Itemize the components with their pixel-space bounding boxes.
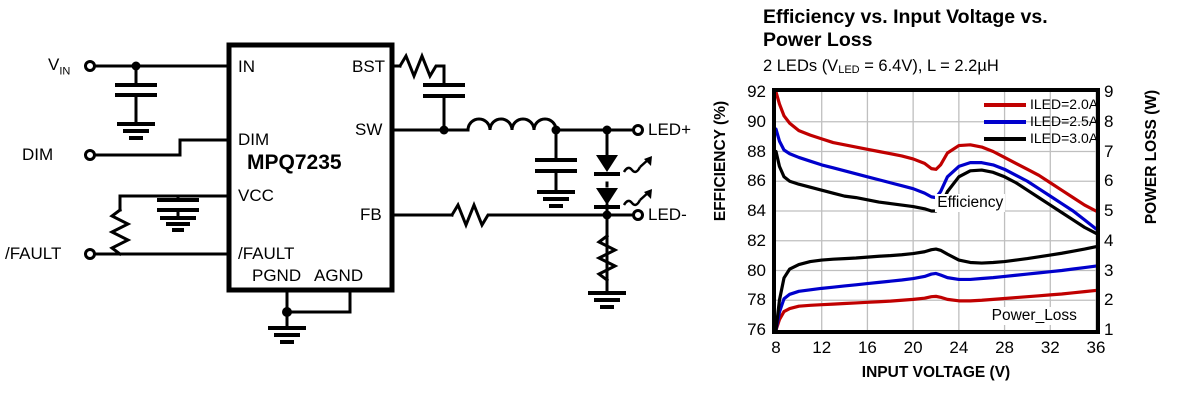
- series-line: [774, 90, 1098, 213]
- y-tick-right: 7: [1104, 141, 1114, 161]
- legend-swatch: [984, 103, 1026, 107]
- pin-label-fault: /FAULT: [238, 244, 295, 263]
- y-axis-ticks-left: 76 78 80 82 84 86 88 90 92: [710, 82, 766, 339]
- x-tick: 36: [1086, 338, 1106, 357]
- series-line: [774, 288, 1098, 332]
- y-axis-ticks-right: 1 2 3 4 5 6 7 8 9: [1104, 82, 1134, 339]
- x-tick: 8: [771, 338, 781, 357]
- pin-label-agnd: AGND: [314, 266, 364, 285]
- y-tick-left: 84: [747, 201, 766, 220]
- pin-label-in: IN: [238, 57, 255, 76]
- plot-svg: [774, 90, 1098, 332]
- y-tick-left: 76: [747, 320, 766, 339]
- legend-swatch: [984, 120, 1026, 124]
- pin-label-sw: SW: [355, 120, 383, 139]
- y-axis-label-left: EFFICIENCY (%): [712, 100, 729, 222]
- legend-swatch: [984, 137, 1026, 141]
- chart-annotation: Efficiency: [935, 193, 1006, 212]
- terminal-nodes: [84, 60, 644, 260]
- x-tick: 24: [949, 338, 969, 357]
- series-line: [774, 264, 1098, 332]
- y-tick-right: 4: [1104, 230, 1114, 250]
- pin-label-fb: FB: [360, 205, 382, 224]
- terminal-label-led-plus: LED+: [648, 120, 691, 139]
- y-tick-right: 2: [1104, 290, 1114, 310]
- y-tick-left: 86: [747, 171, 766, 191]
- series-line: [774, 127, 1098, 231]
- chart-title: Efficiency vs. Input Voltage vs. Power L…: [763, 6, 1048, 51]
- terminal-label-led-minus: LED-: [648, 205, 687, 224]
- inductor: [466, 117, 558, 132]
- x-axis-label: INPUT VOLTAGE (V): [861, 364, 1011, 381]
- schematic-svg: [84, 42, 652, 344]
- y-tick-right: 6: [1104, 171, 1114, 191]
- y-tick-right: 8: [1104, 111, 1114, 131]
- x-tick: 28: [995, 338, 1015, 357]
- y-tick-left: 78: [747, 290, 766, 310]
- pin-label-pgnd: PGND: [252, 266, 302, 285]
- junction-dots: [131, 61, 612, 317]
- x-tick: 20: [903, 338, 923, 357]
- series-line: [774, 149, 1098, 235]
- chart-annotation: Power_Loss: [989, 306, 1079, 325]
- y-tick-left: 88: [747, 141, 766, 161]
- y-tick-left: 80: [747, 260, 766, 280]
- y-tick-right: 5: [1104, 201, 1114, 220]
- plot-frame: [772, 88, 1100, 334]
- subtitle-suffix: = 6.4V), L = 2.2µH: [859, 57, 999, 75]
- y-tick-right: 1: [1104, 320, 1114, 339]
- x-tick: 16: [857, 338, 877, 357]
- led-symbols: [594, 155, 652, 209]
- circuit-schematic: IN DIM VCC /FAULT BST SW FB PGND AGND MP…: [5, 42, 691, 344]
- pin-label-dim: DIM: [238, 130, 270, 149]
- ic-part-number: MPQ7235: [247, 151, 342, 174]
- efficiency-chart: Efficiency vs. Input Voltage vs. Power L…: [700, 0, 1186, 406]
- pin-label-vcc: VCC: [238, 186, 274, 205]
- terminal-label-vin: VIN: [48, 55, 71, 78]
- x-tick: 32: [1040, 338, 1060, 357]
- y-tick-right: 9: [1104, 82, 1114, 101]
- chart-subtitle: 2 LEDs (VLED = 6.4V), L = 2.2µH: [763, 57, 999, 76]
- y-tick-left: 90: [747, 111, 766, 131]
- subtitle-prefix: 2 LEDs (V: [763, 57, 839, 75]
- legend-label: ILED=2.5A: [1030, 113, 1099, 129]
- y-tick-left: 82: [747, 230, 766, 250]
- x-tick: 12: [812, 338, 832, 357]
- pin-label-bst: BST: [352, 57, 386, 76]
- legend-label: ILED=2.0A: [1030, 96, 1099, 112]
- gridlines: [776, 92, 1097, 330]
- subtitle-sub: LED: [838, 64, 860, 76]
- y-tick-right: 3: [1104, 260, 1114, 280]
- legend-label: ILED=3.0A: [1030, 130, 1099, 146]
- series-line: [774, 245, 1098, 332]
- y-axis-label-right: POWER LOSS (W): [1143, 89, 1160, 225]
- y-tick-left: 92: [747, 82, 766, 101]
- ic-body: [226, 42, 395, 293]
- terminal-label-dim: DIM: [22, 145, 54, 164]
- terminal-label-fault: /FAULT: [5, 244, 62, 263]
